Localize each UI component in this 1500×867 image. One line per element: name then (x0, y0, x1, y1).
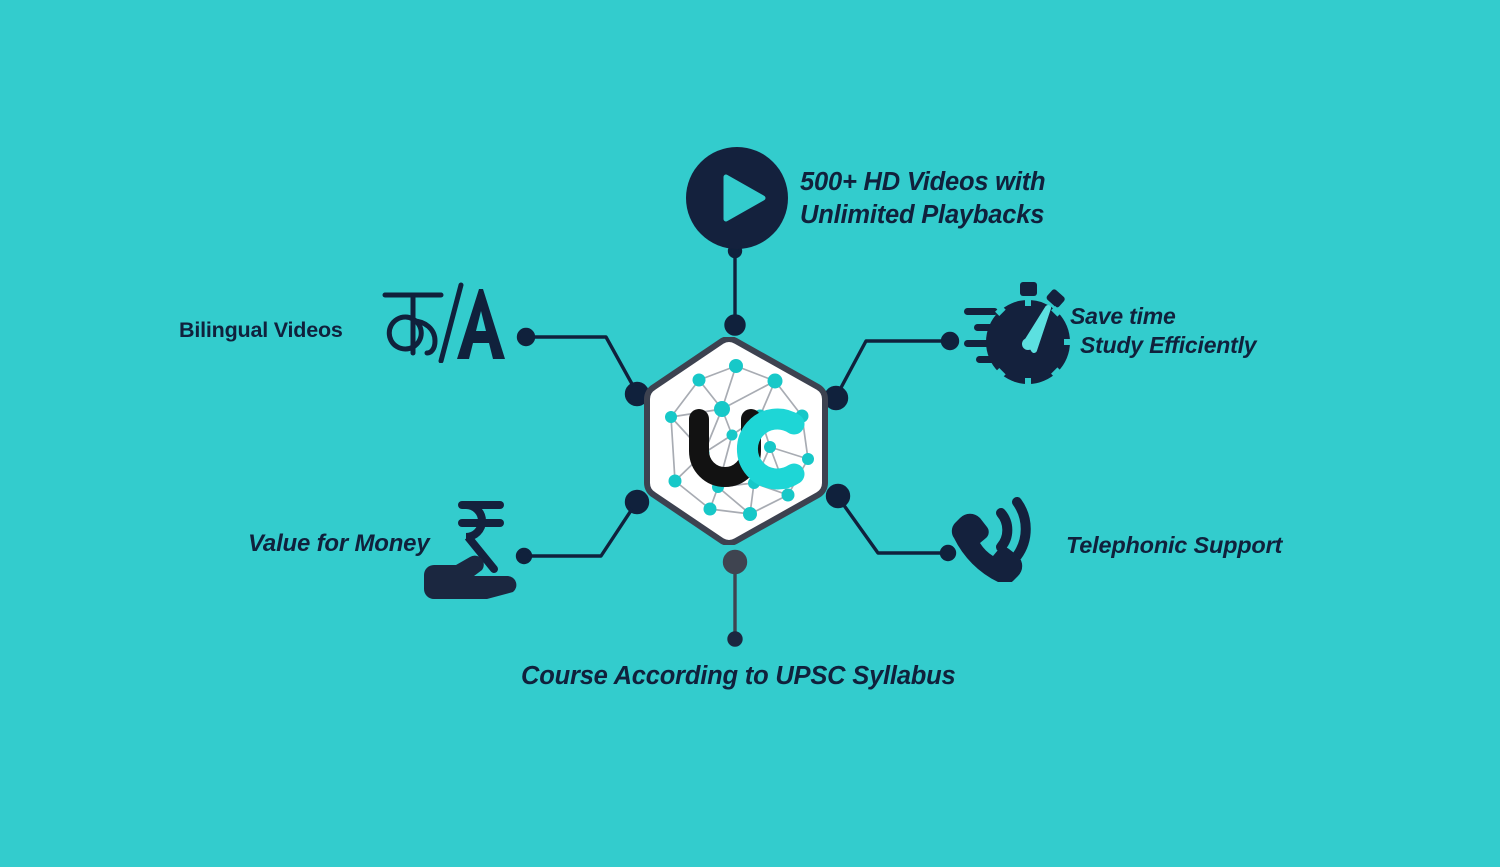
play-button-icon[interactable] (685, 146, 789, 250)
connector-bottom-left (515, 489, 650, 565)
label-save-time-line2: Study Efficiently (1080, 332, 1257, 359)
uc-wordmark (689, 408, 805, 490)
devanagari-ka-slash-latin-a-icon[interactable] (379, 281, 511, 364)
label-save-time-line1: Save time (1070, 303, 1176, 329)
label-bilingual-videos: Bilingual Videos (179, 318, 343, 342)
uc-logo-hexagon[interactable]: U C (642, 336, 830, 546)
label-upsc-syllabus: Course According to UPSC Syllabus (521, 662, 956, 690)
hand-holding-rupee-icon[interactable] (422, 497, 528, 599)
phone-ringing-icon[interactable] (948, 494, 1042, 585)
connector-bottom-right (825, 483, 957, 562)
stopwatch-icon[interactable] (964, 282, 1074, 388)
label-value-for-money: Value for Money (248, 530, 430, 557)
label-telephonic-support: Telephonic Support (1066, 532, 1283, 558)
connector-top-right (823, 331, 960, 411)
label-hd-videos: 500+ HD Videos with Unlimited Playbacks (800, 168, 1046, 229)
connector-top-left (516, 327, 650, 407)
connector-top (724, 243, 746, 336)
connector-bottom (722, 549, 748, 647)
